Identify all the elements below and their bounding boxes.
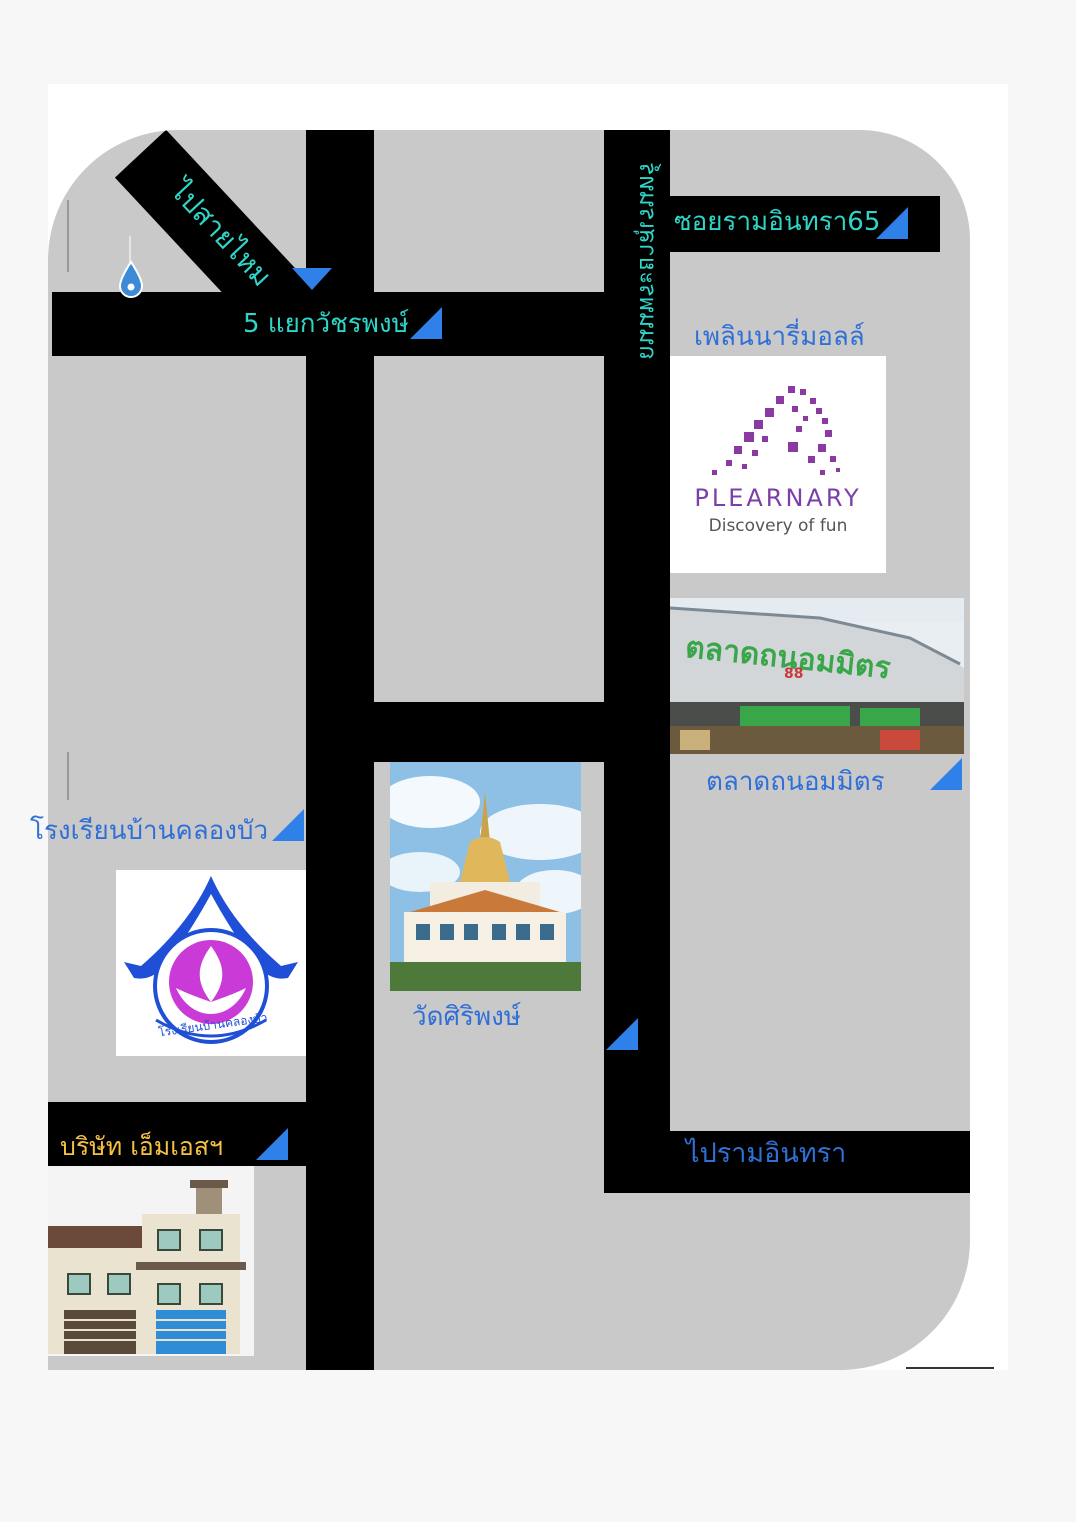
direction-arrow-icon: [410, 307, 442, 339]
school-logo-icon: [124, 876, 298, 1044]
location-pin-icon: [116, 236, 146, 300]
plearnary-brand: PLEARNARY: [694, 484, 862, 512]
label-plearnary-mall: เพลินนารี่มอลล์: [694, 322, 865, 352]
direction-arrow-icon: [272, 809, 304, 841]
plearnary-tagline: Discovery of fun: [708, 516, 848, 536]
direction-arrow-icon: [256, 1128, 288, 1160]
road-horizontal-middle: [348, 702, 628, 762]
label-to-ram-inthra: ไปรามอินทรา: [686, 1138, 847, 1169]
label-road-name: ถนนพระยาสุเรนทร์: [634, 162, 662, 360]
road-horizontal-bottom-left: [48, 1102, 348, 1166]
direction-arrow-icon: [292, 268, 332, 290]
label-five-intersection: 5 แยกวัชรพงษ์: [243, 309, 409, 339]
label-wat-siriphong: วัดศิริพงษ์: [412, 1002, 521, 1032]
market-photo: ตลาดถนอมมิตร 88: [670, 598, 964, 754]
divider-line: [67, 200, 69, 272]
label-soi-ram-inthra-65: ซอยรามอินทรา65: [674, 207, 881, 237]
plearnary-logo-icon: [712, 386, 840, 475]
divider-line: [67, 752, 69, 800]
road-horizontal-bottom-right: [604, 1131, 970, 1193]
label-company: บริษัท เอ็มเอสฯ: [60, 1132, 224, 1161]
divider-line: [906, 1367, 994, 1369]
label-talad-thanon-mit: ตลาดถนอมมิตร: [706, 767, 885, 797]
market-sign-number: 88: [784, 666, 804, 682]
plearnary-logo-card: PLEARNARY Discovery of fun: [670, 356, 886, 573]
direction-arrow-icon: [930, 758, 962, 790]
building-icon: [48, 1180, 246, 1354]
direction-arrow-icon: [606, 1018, 638, 1050]
school-logo-card: โรงเรียนบ้านคลองบัว: [116, 870, 306, 1056]
wat-siriphong-photo: [390, 762, 581, 991]
label-school: โรงเรียนบ้านคลองบัว: [30, 816, 269, 846]
direction-arrow-icon: [876, 207, 908, 239]
company-building-image: [48, 1166, 254, 1356]
road-horizontal-top: [52, 292, 670, 356]
